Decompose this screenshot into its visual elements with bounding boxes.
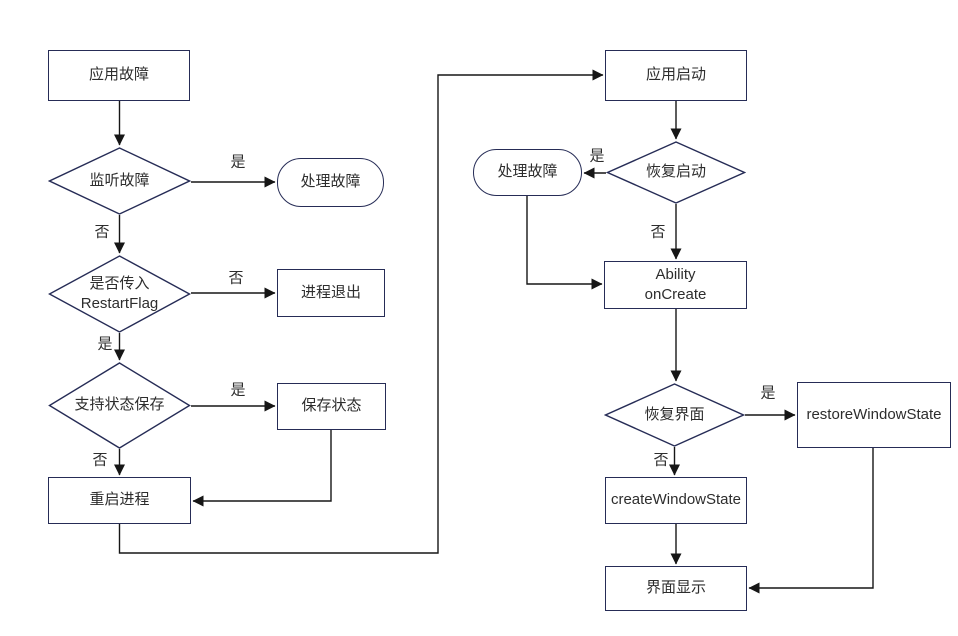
edge-save-state-to-restart-process	[192, 430, 332, 507]
edge-label-recovery-launch-yes: 是	[589, 147, 605, 165]
edge-label-restore-ui-no: 否	[653, 451, 669, 469]
edge-label-recovery-launch-no: 否	[650, 223, 666, 241]
node-listen-fault: 监听故障	[48, 147, 191, 215]
node-label-line2: RestartFlag	[80, 295, 159, 312]
node-label: 支持状态保存	[74, 396, 165, 414]
node-ability-oncreate: Ability onCreate	[604, 261, 747, 309]
edge-label-support-save-no: 否	[92, 451, 108, 469]
node-app-launch: 应用启动	[605, 50, 747, 101]
diamond-shape	[604, 383, 745, 447]
node-create-window-state: createWindowState	[605, 477, 747, 524]
diamond-shape	[48, 147, 191, 215]
node-label-line2: onCreate	[644, 286, 707, 303]
node-save-state: 保存状态	[277, 383, 386, 430]
diamond-shape	[606, 141, 746, 204]
edge-label-listen-fault-yes: 是	[230, 153, 246, 171]
node-support-state-save: 支持状态保存	[48, 362, 191, 449]
node-ui-display: 界面显示	[605, 566, 747, 611]
node-label: 恢复界面	[644, 405, 705, 423]
edge-handle-fault-to-ability-oncreate	[526, 196, 603, 290]
node-label: 应用启动	[645, 66, 706, 84]
edge-label-restore-ui-yes: 是	[760, 384, 776, 402]
edge-label-support-save-yes: 是	[230, 381, 246, 399]
node-restore-ui: 恢复界面	[604, 383, 745, 447]
node-label: 界面显示	[645, 579, 706, 597]
node-label: 恢复启动	[645, 163, 706, 181]
node-handle-fault-right: 处理故障	[473, 149, 582, 196]
node-restart-process: 重启进程	[48, 477, 191, 524]
node-label-line1: Ability	[655, 265, 696, 283]
edge-label-restart-flag-no: 否	[228, 269, 244, 287]
node-restore-window-state: restoreWindowState	[797, 382, 951, 448]
edge-restore-window-state-to-ui-display	[748, 448, 874, 594]
edge-label-listen-fault-no: 否	[94, 223, 110, 241]
node-label-line1: 是否传入	[89, 274, 150, 292]
node-label: 应用故障	[88, 66, 149, 84]
node-label: Ability onCreate	[645, 265, 707, 306]
node-label: 保存状态	[301, 397, 362, 415]
node-label: 处理故障	[497, 163, 558, 181]
node-label: createWindowState	[610, 491, 742, 509]
node-process-exit: 进程退出	[277, 269, 385, 317]
edge-label-restart-flag-yes: 是	[97, 335, 113, 353]
node-label: 进程退出	[300, 283, 361, 301]
node-handle-fault-left: 处理故障	[277, 158, 384, 207]
node-label: 重启进程	[89, 491, 150, 509]
node-restart-flag: 是否传入 RestartFlag	[48, 255, 191, 333]
edge-restart-process-to-app-launch	[118, 69, 604, 554]
node-recovery-launch: 恢复启动	[606, 141, 746, 204]
node-app-fault: 应用故障	[48, 50, 190, 101]
node-label: restoreWindowState	[806, 405, 942, 423]
node-label: 是否传入 RestartFlag	[81, 274, 159, 315]
diamond-shape	[48, 255, 191, 333]
node-label: 处理故障	[300, 173, 361, 191]
diamond-shape	[48, 362, 191, 449]
node-label: 监听故障	[89, 171, 150, 189]
